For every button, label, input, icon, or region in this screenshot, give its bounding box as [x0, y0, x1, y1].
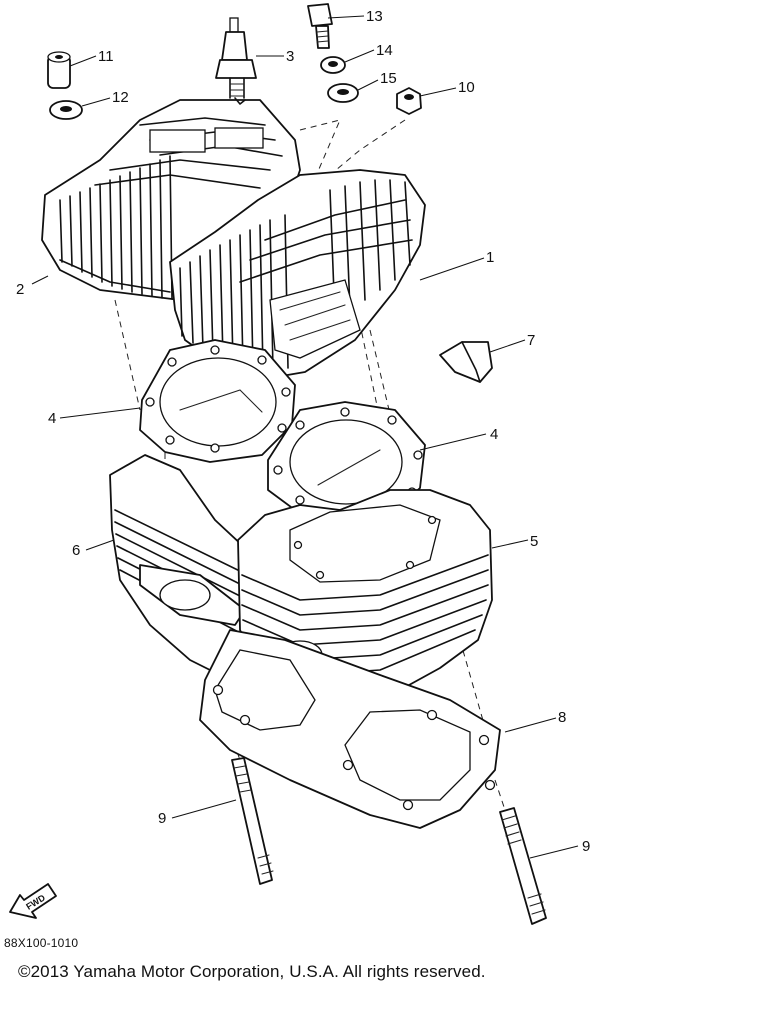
collar [47, 51, 71, 89]
spark-plug [215, 17, 257, 105]
callout-9-left: 9 [158, 810, 166, 827]
head-gasket-left [139, 339, 296, 463]
leader-lines [31, 15, 579, 859]
callout-3: 3 [286, 48, 294, 65]
cylinder-head-right [169, 169, 426, 379]
callout-12: 12 [112, 89, 129, 106]
washer-15 [327, 83, 359, 103]
copyright-notice: ©2013 Yamaha Motor Corporation, U.S.A. A… [18, 962, 486, 981]
callout-5: 5 [530, 533, 538, 550]
callout-2: 2 [16, 281, 24, 298]
washer-14 [320, 56, 346, 74]
callout-10: 10 [458, 79, 475, 96]
callout-8: 8 [558, 709, 566, 726]
callout-9-right: 9 [582, 838, 590, 855]
callout-4-right: 4 [490, 426, 498, 443]
stud-left [231, 757, 274, 885]
callout-labels: 11 12 3 13 14 15 10 2 1 7 4 4 6 5 8 9 9 [16, 8, 590, 855]
stud-right [499, 807, 547, 925]
callout-11: 11 [98, 48, 114, 65]
callout-13: 13 [366, 8, 383, 25]
washer-12 [49, 100, 83, 120]
callout-14: 14 [376, 42, 393, 59]
callout-1: 1 [486, 249, 494, 266]
fwd-arrow-icon: FWD [9, 883, 57, 919]
callout-6: 6 [72, 542, 80, 559]
wedge-part [439, 341, 493, 383]
bolt [307, 3, 333, 49]
drawing-code: 88X100-1010 [4, 936, 79, 950]
cylinder-left [109, 454, 259, 681]
callout-4-left: 4 [48, 410, 56, 427]
callout-15: 15 [380, 70, 397, 87]
base-gasket [199, 629, 501, 829]
callout-7: 7 [527, 332, 535, 349]
nut [396, 87, 422, 115]
